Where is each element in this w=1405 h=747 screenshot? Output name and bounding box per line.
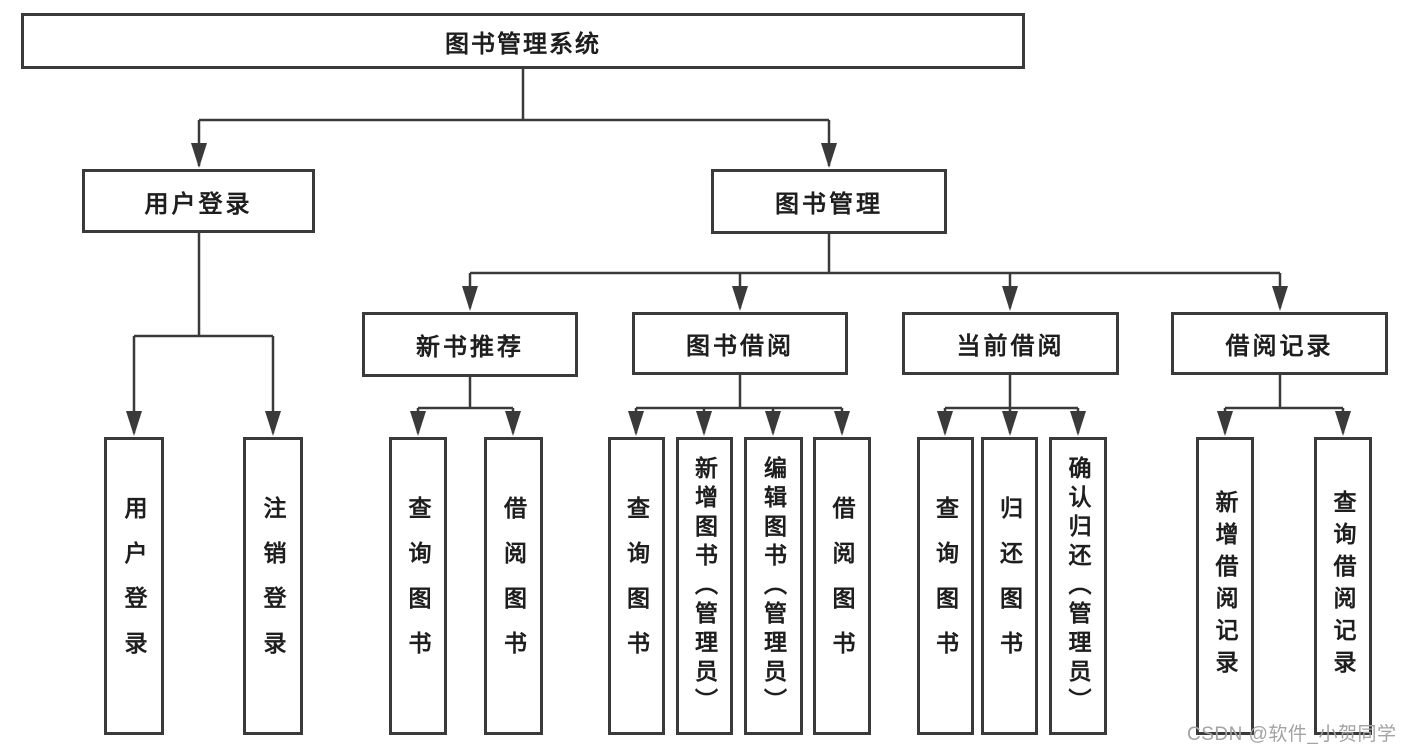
node-current-borrowing: 当前借阅 — [902, 312, 1119, 375]
node-user-login: 用户登录 — [82, 169, 315, 233]
leaf-return-books-label: 归还图书 — [996, 496, 1023, 676]
leaf-query-books-borrowing-label: 查询图书 — [623, 496, 650, 676]
watermark: CSDN @软件_小贺同学 — [1187, 724, 1397, 745]
leaf-query-books-recommend: 查询图书 — [389, 437, 447, 735]
node-book-borrowing-label: 图书借阅 — [686, 333, 794, 360]
node-book-management: 图书管理 — [711, 169, 947, 234]
leaf-query-borrow-record: 查询借阅记录 — [1314, 437, 1372, 735]
node-root: 图书管理系统 — [21, 13, 1025, 69]
node-new-book-recommend: 新书推荐 — [362, 312, 578, 377]
leaf-query-books-current: 查询图书 — [917, 437, 974, 735]
leaf-add-books-admin: 新增图书（管理员） — [676, 437, 733, 735]
node-user-login-label: 用户登录 — [144, 190, 253, 218]
node-book-management-label: 图书管理 — [775, 191, 883, 218]
leaf-borrow-books-borrowing: 借阅图书 — [813, 437, 871, 735]
leaf-query-books-recommend-label: 查询图书 — [405, 496, 431, 676]
leaf-borrow-books-borrowing-label: 借阅图书 — [829, 496, 855, 676]
leaf-user-login: 用户登录 — [104, 437, 164, 735]
leaf-edit-books-admin: 编辑图书（管理员） — [744, 437, 803, 735]
leaf-edit-books-admin-label: 编辑图书（管理员） — [760, 455, 787, 717]
leaf-logout-label: 注销登录 — [260, 496, 286, 676]
leaf-add-borrow-record: 新增借阅记录 — [1196, 437, 1254, 735]
leaf-return-books: 归还图书 — [981, 437, 1038, 735]
leaf-query-borrow-record-label: 查询借阅记录 — [1330, 490, 1356, 682]
leaf-borrow-books-recommend-label: 借阅图书 — [500, 496, 527, 676]
node-new-book-recommend-label: 新书推荐 — [416, 334, 524, 361]
connector-paths — [132, 69, 1345, 433]
arrowheads — [126, 143, 1351, 436]
leaf-add-books-admin-label: 新增图书（管理员） — [691, 455, 718, 717]
node-borrowing-records: 借阅记录 — [1171, 312, 1388, 375]
node-borrowing-records-label: 借阅记录 — [1225, 333, 1334, 360]
leaf-confirm-return-admin: 确认归还（管理员） — [1049, 437, 1107, 735]
node-book-borrowing: 图书借阅 — [632, 312, 848, 375]
leaf-query-books-borrowing: 查询图书 — [608, 437, 665, 735]
leaf-add-borrow-record-label: 新增借阅记录 — [1212, 490, 1238, 682]
node-current-borrowing-label: 当前借阅 — [956, 333, 1065, 360]
node-root-label: 图书管理系统 — [445, 30, 601, 58]
leaf-query-books-current-label: 查询图书 — [932, 496, 959, 676]
leaf-user-login-label: 用户登录 — [121, 496, 147, 676]
leaf-logout: 注销登录 — [243, 437, 303, 735]
leaf-borrow-books-recommend: 借阅图书 — [484, 437, 543, 735]
leaf-confirm-return-admin-label: 确认归还（管理员） — [1065, 455, 1091, 717]
